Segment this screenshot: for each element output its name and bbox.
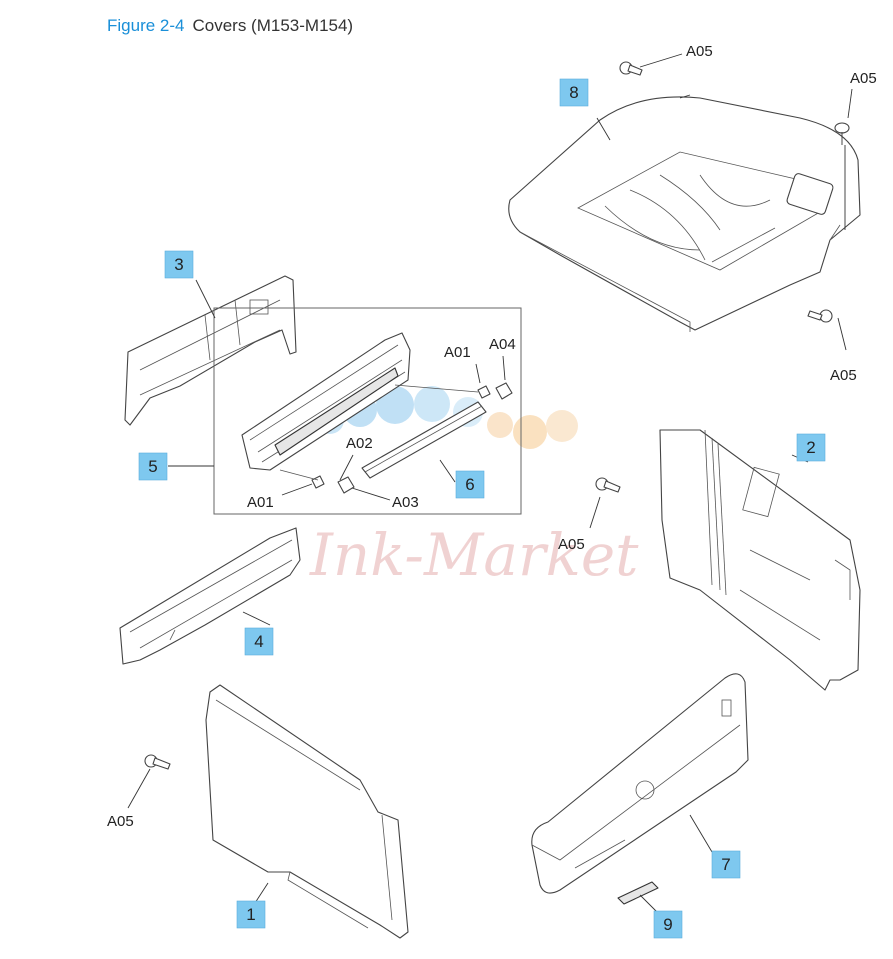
part-9-strip — [617, 881, 659, 905]
svg-text:2: 2 — [806, 438, 815, 457]
part-8-top-cover — [508, 96, 861, 332]
label-a05-left: A05 — [107, 813, 134, 830]
svg-text:9: 9 — [663, 915, 672, 934]
svg-text:1: 1 — [246, 905, 255, 924]
figure-caption: Figure 2-4 Covers (M153-M154) — [107, 16, 353, 36]
label-a03: A03 — [392, 494, 419, 511]
callout-8: 8 — [559, 78, 589, 107]
screw-a05-left — [144, 754, 171, 770]
callout-5: 5 — [138, 452, 168, 481]
svg-text:7: 7 — [721, 855, 730, 874]
figure-number: Figure 2-4 — [107, 16, 185, 35]
callout-4: 4 — [244, 627, 274, 656]
figure-title: Covers (M153-M154) — [192, 16, 354, 35]
callout-9: 9 — [653, 910, 683, 939]
label-a05-top: A05 — [686, 43, 713, 60]
label-a01-top: A01 — [444, 344, 471, 361]
svg-text:3: 3 — [174, 255, 183, 274]
screw-a05-top — [619, 61, 643, 76]
callout-6: 6 — [455, 470, 485, 499]
part-4-bracket — [119, 527, 301, 665]
leader-lines — [127, 53, 853, 914]
svg-text:6: 6 — [465, 475, 474, 494]
part-7-tray-cover — [531, 673, 749, 894]
part-3-bracket — [124, 275, 297, 426]
svg-text:5: 5 — [148, 457, 157, 476]
svg-text:8: 8 — [569, 83, 578, 102]
callout-7: 7 — [711, 850, 741, 879]
svg-text:4: 4 — [254, 632, 263, 651]
callout-3: 3 — [164, 250, 194, 279]
label-a05-topright: A05 — [850, 70, 877, 87]
label-a01-bottom: A01 — [247, 494, 274, 511]
label-a05-mid: A05 — [558, 536, 585, 553]
screw-a05-mid — [595, 477, 621, 493]
label-a05-right: A05 — [830, 367, 857, 384]
label-a04: A04 — [489, 336, 516, 353]
part-1-front-cover — [205, 684, 409, 939]
callout-1: 1 — [236, 900, 266, 929]
part-2-side-cover — [659, 429, 861, 691]
screw-a05-right — [807, 309, 833, 323]
screw-a05-topright — [834, 122, 850, 230]
callout-2: 2 — [796, 433, 826, 462]
label-a02: A02 — [346, 435, 373, 452]
watermark-text: Ink-Market — [309, 521, 639, 589]
part-5-assembly-box — [213, 307, 522, 515]
